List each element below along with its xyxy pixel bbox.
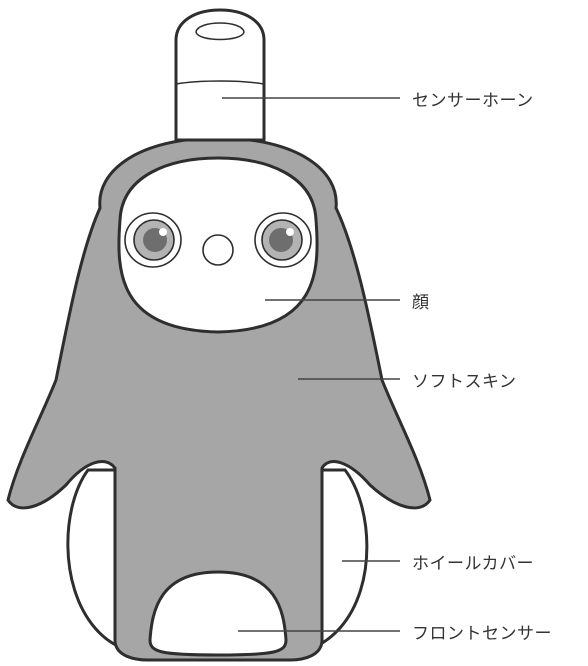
label-sensor-horn: センサーホーン: [412, 91, 534, 111]
sensor-horn-top: [195, 22, 245, 41]
nose-sensor: [202, 234, 234, 266]
label-wheel-cover: ホイールカバー: [412, 554, 534, 574]
sensor-horn: [174, 8, 266, 142]
left-eye: [124, 212, 182, 268]
right-eye: [254, 212, 312, 268]
label-soft-skin: ソフトスキン: [412, 372, 517, 392]
sensor-horn-band: [175, 80, 265, 85]
label-face: 顔: [412, 293, 430, 313]
front-sensor: [148, 570, 288, 657]
label-front-sensor: フロントセンサー: [412, 624, 552, 644]
soft-skin-body: [6, 136, 432, 662]
